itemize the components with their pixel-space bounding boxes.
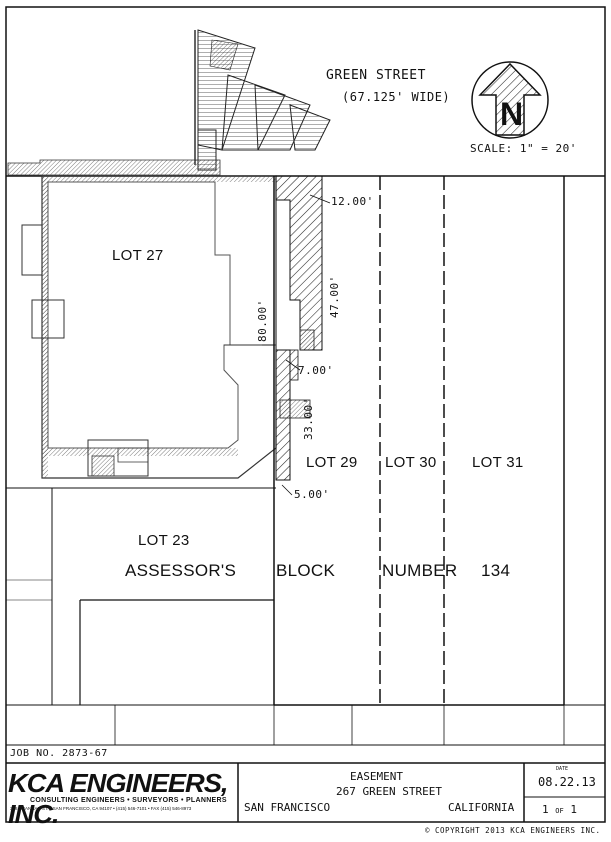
drawing-address: 267 GREEN STREET [336,785,442,798]
dim-80: 80.00' [256,299,269,342]
street-name: GREEN STREET [326,68,426,83]
easement-hatch [275,175,323,481]
block-word-2: BLOCK [276,561,336,580]
north-arrow-icon [471,61,549,139]
dim-33: 33.00' [302,397,315,440]
block-word-4: 134 [481,561,511,580]
lot-27-building [7,159,277,479]
company-address: 318 BRANNAN ST. • SAN FRANCISCO, CA 9410… [10,806,192,811]
block-word-3: NUMBER [382,561,458,580]
company-logo: KCA ENGINEERS, INC. [8,768,228,829]
drawing-state: CALIFORNIA [448,801,515,814]
north-letter: N [500,96,524,132]
block-word-1: ASSESSOR'S [125,561,237,580]
sheet-total: 1 [570,803,577,816]
dimension-leaders [262,175,340,496]
lot-lines [6,176,605,746]
lot-29-label: LOT 29 [306,454,358,471]
lot-27-label: LOT 27 [112,247,164,264]
scale-label: SCALE: 1" = 20' [470,142,577,155]
lot-30-label: LOT 30 [385,454,437,471]
drawing-date: 08.22.13 [538,775,596,789]
dim-5: 5.00' [294,488,330,501]
sheet-border [5,6,606,823]
neighbor-stairs [194,29,331,171]
sheet-of: OF [555,807,564,815]
street-width: (67.125' WIDE) [342,90,451,104]
title-block-frame [6,762,605,822]
dim-12: 12.00' [331,195,374,208]
drawing-title: EASEMENT [350,770,403,783]
dim-7: 7.00' [298,364,334,377]
copyright: © COPYRIGHT 2013 KCA ENGINEERS INC. [425,826,601,835]
company-services: CONSULTING ENGINEERS • SURVEYORS • PLANN… [30,797,227,804]
drawing-city: SAN FRANCISCO [244,801,331,814]
job-number: JOB NO. 2873-67 [10,748,108,759]
sheet-current: 1 [542,803,549,816]
dim-47: 47.00' [328,275,341,318]
sheet-number: 1 OF 1 [542,803,577,816]
lot-31-label: LOT 31 [472,454,524,471]
lot-23-label: LOT 23 [138,532,190,549]
date-label: DATE [556,766,569,772]
